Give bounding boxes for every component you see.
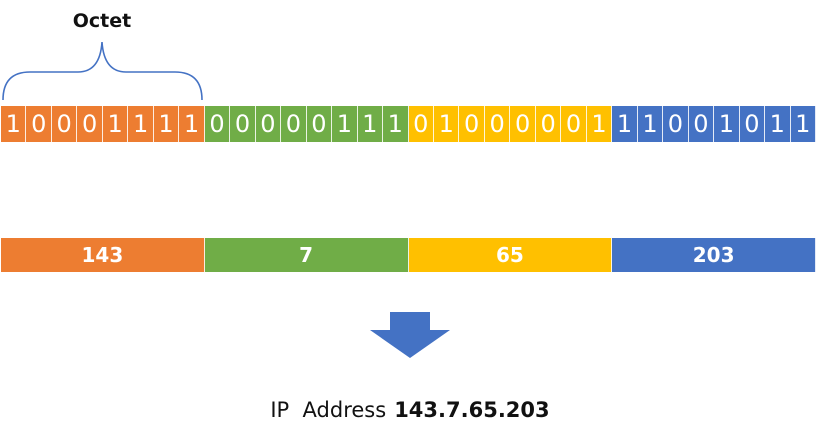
octet-3-bits: 0 1 0 0 0 0 0 1	[408, 106, 613, 142]
bit-cell: 0	[535, 106, 562, 142]
octet-brace	[2, 41, 203, 101]
bit-cell: 1	[637, 106, 664, 142]
decimal-row: 143 7 65 203	[1, 238, 816, 272]
bit-cell: 1	[612, 106, 638, 142]
bit-cell: 0	[484, 106, 511, 142]
arrow-shape	[370, 312, 450, 358]
bit-cell: 1	[383, 106, 409, 142]
ip-address-value: 143.7.65.203	[394, 398, 550, 422]
bit-cell: 0	[281, 106, 307, 142]
octet-4-decimal: 203	[612, 238, 816, 272]
bit-cell: 1	[153, 106, 180, 142]
binary-row: 1 0 0 0 1 1 1 1 0 0 0 0 0 1 1 1 0 1 0 0 …	[1, 106, 816, 142]
bit-cell: 0	[408, 106, 434, 142]
bit-cell: 1	[586, 106, 613, 142]
bit-cell: 0	[51, 106, 78, 142]
bit-cell: 1	[357, 106, 384, 142]
octet-4-bits: 1 1 0 0 1 0 1 1	[612, 106, 816, 142]
octet-1-bits: 1 0 0 0 1 1 1 1	[1, 106, 205, 142]
brace-path	[2, 41, 203, 101]
bit-cell: 0	[26, 106, 52, 142]
bit-cell: 1	[1, 106, 27, 142]
octet-label: Octet	[72, 10, 132, 32]
bit-cell: 0	[561, 106, 587, 142]
bit-cell: 0	[739, 106, 766, 142]
bit-cell: 1	[179, 106, 205, 142]
bit-cell: 0	[688, 106, 715, 142]
bit-cell: 1	[102, 106, 129, 142]
bit-cell: 1	[332, 106, 358, 142]
octet-1-decimal: 143	[1, 238, 205, 272]
bit-cell: 0	[230, 106, 256, 142]
octet-3-decimal: 65	[408, 238, 613, 272]
bit-cell: 0	[510, 106, 536, 142]
octet-2-bits: 0 0 0 0 0 1 1 1	[204, 106, 409, 142]
bit-cell: 0	[663, 106, 689, 142]
bit-cell: 1	[433, 106, 460, 142]
bit-cell: 0	[204, 106, 231, 142]
bit-cell: 0	[255, 106, 282, 142]
bit-cell: 0	[77, 106, 103, 142]
bit-cell: 0	[306, 106, 333, 142]
bit-cell: 1	[765, 106, 791, 142]
bit-cell: 1	[128, 106, 154, 142]
bit-cell: 1	[790, 106, 816, 142]
down-arrow-icon	[370, 312, 450, 358]
bit-cell: 0	[459, 106, 485, 142]
ip-address-label: IP Address	[270, 398, 387, 422]
bit-cell: 1	[714, 106, 740, 142]
octet-2-decimal: 7	[204, 238, 409, 272]
ip-address-line: IP Address 143.7.65.203	[0, 398, 820, 422]
